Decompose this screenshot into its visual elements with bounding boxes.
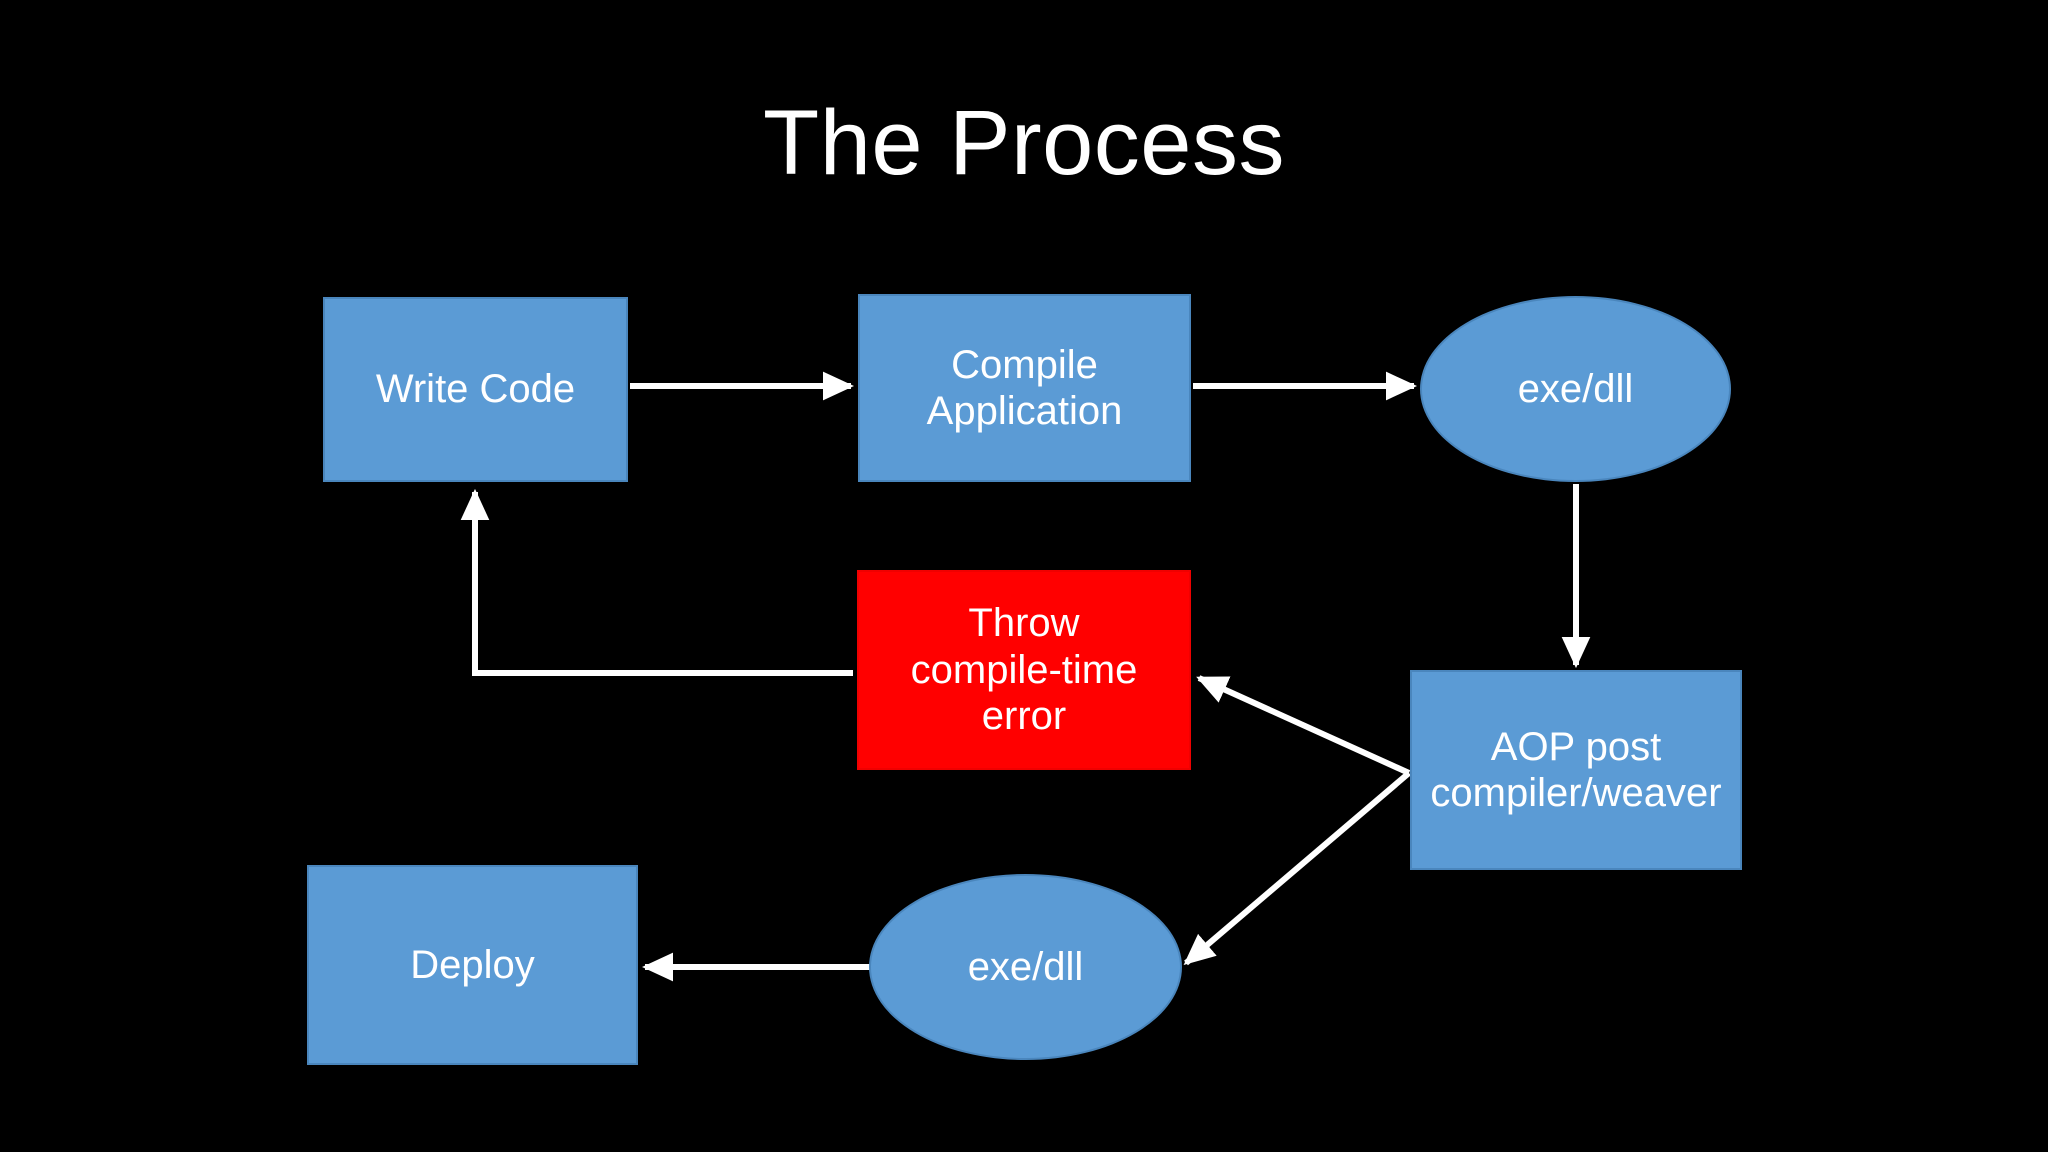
node-write-code-label: Write Code xyxy=(375,367,576,412)
page-title: The Process xyxy=(763,92,1285,194)
node-deploy[interactable]: Deploy xyxy=(307,865,638,1065)
connector-aop-to-throw-error xyxy=(1196,675,1411,776)
node-exe-dll-bottom-label: exe/dll xyxy=(967,944,1084,989)
connector-aop-to-exe-dll-bot xyxy=(1183,770,1411,966)
connector-throw-error-to-write-code xyxy=(460,488,853,676)
node-aop-post-compiler-weaver-label: AOP post compiler/weaver xyxy=(1430,724,1722,815)
node-throw-compile-time-error[interactable]: Throw compile-time error xyxy=(857,570,1191,770)
node-compile-application-label: Compile Application xyxy=(926,342,1123,433)
node-exe-dll-top[interactable]: exe/dll xyxy=(1420,296,1731,482)
node-write-code[interactable]: Write Code xyxy=(323,297,628,482)
node-exe-dll-top-label: exe/dll xyxy=(1517,366,1634,411)
node-throw-compile-time-error-label: Throw compile-time error xyxy=(910,601,1138,739)
node-deploy-label: Deploy xyxy=(410,942,535,987)
node-aop-post-compiler-weaver[interactable]: AOP post compiler/weaver xyxy=(1410,670,1742,870)
node-compile-application[interactable]: Compile Application xyxy=(858,294,1191,482)
node-exe-dll-bottom[interactable]: exe/dll xyxy=(869,874,1182,1060)
